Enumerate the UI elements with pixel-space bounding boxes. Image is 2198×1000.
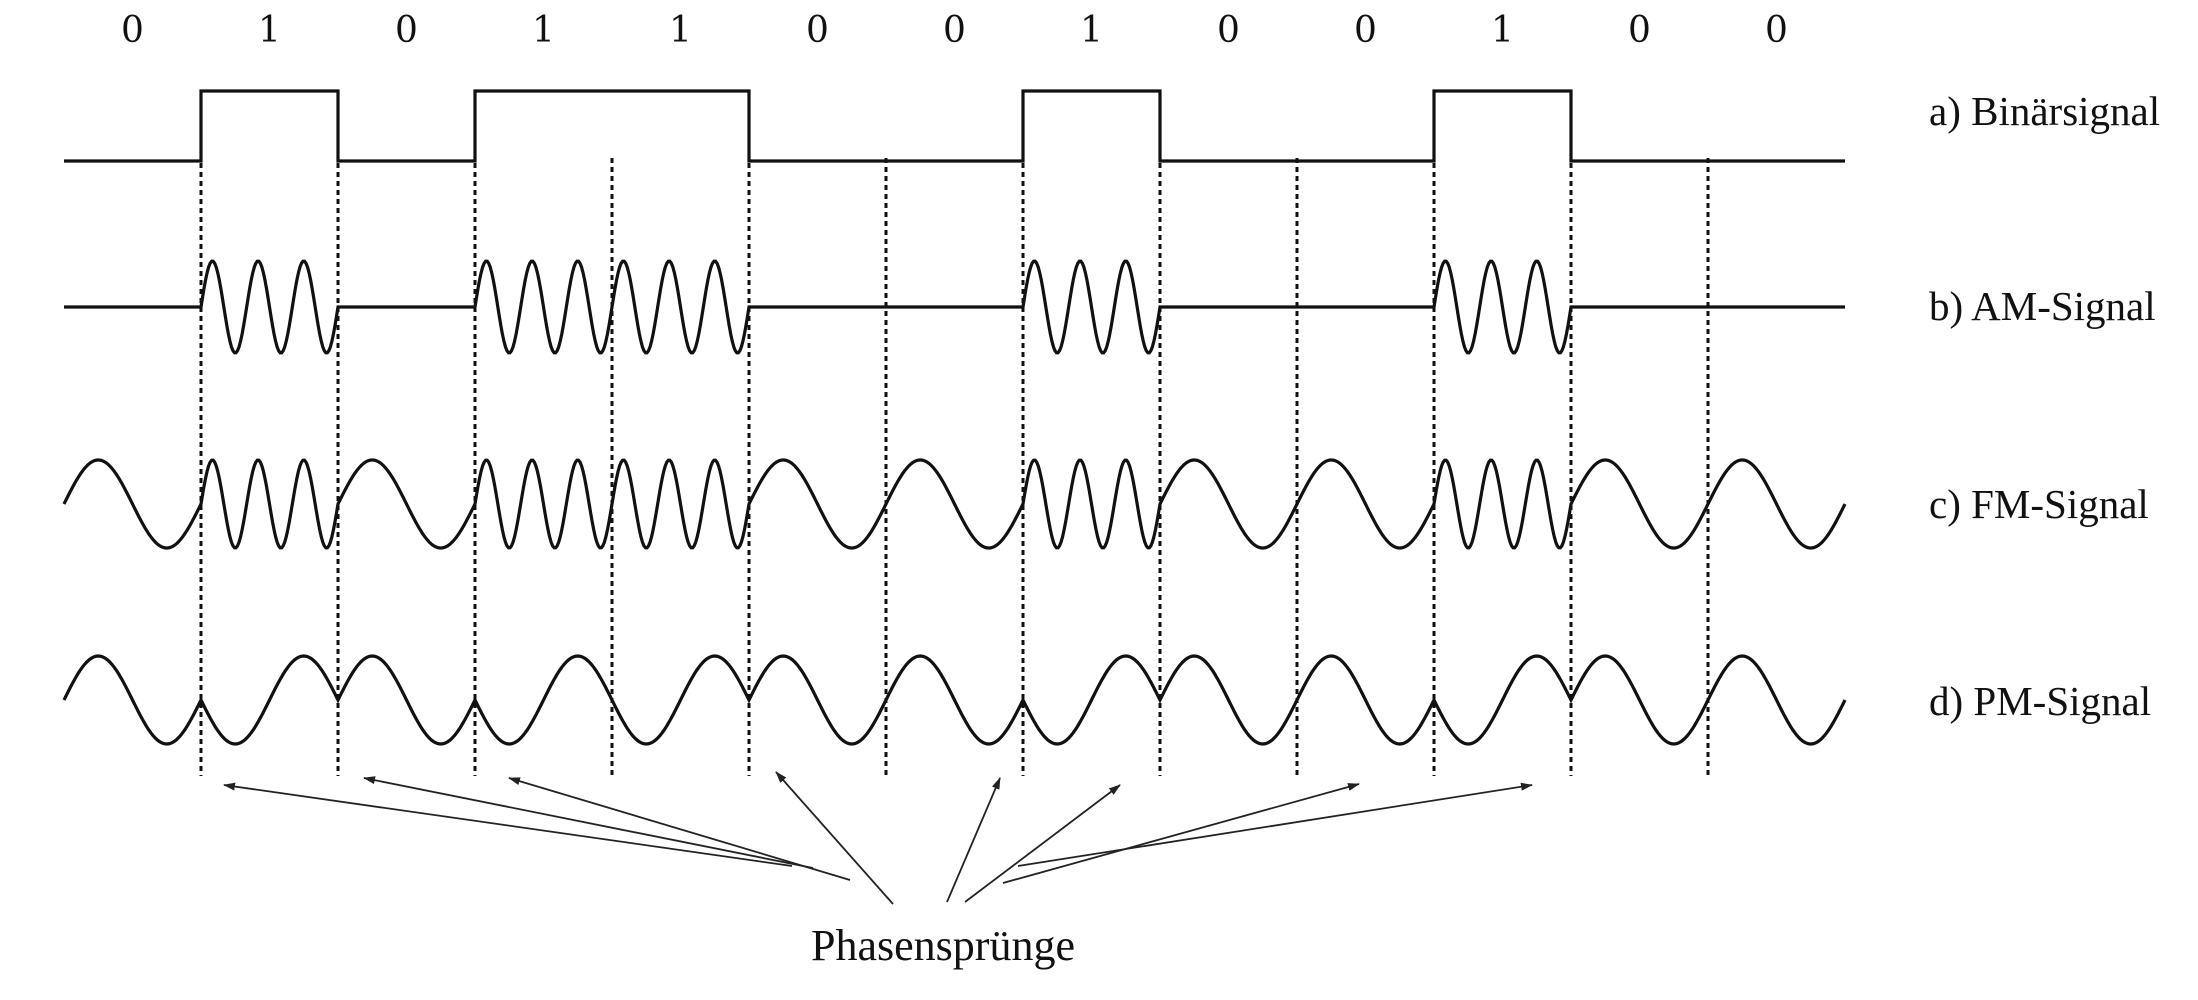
caption-phase-jumps: Phasensprünge: [811, 921, 1075, 970]
bit-label: 0: [1765, 10, 1788, 51]
phase-jump-arrow: [223, 782, 793, 867]
bit-label: 0: [121, 10, 144, 51]
bit-label: 0: [943, 10, 966, 51]
phase-jump-arrow: [775, 771, 894, 905]
label-binary-signal: a) Binärsignal: [1929, 88, 2160, 134]
bit-label: 0: [1628, 10, 1651, 51]
bit-dividers: [199, 91, 1710, 776]
phase-jump-arrow: [1002, 783, 1360, 884]
phase-jump-arrow: [946, 777, 1001, 903]
label-am-signal: b) AM-Signal: [1929, 283, 2156, 329]
fm-signal-wave: [62, 458, 1847, 550]
bit-label: 0: [806, 10, 829, 51]
binary-signal-wave: [64, 89, 1845, 163]
phase-jump-arrows: [223, 771, 1533, 905]
bit-label: 1: [1080, 10, 1103, 51]
phase-jump-arrow: [508, 777, 851, 881]
label-fm-signal: c) FM-Signal: [1929, 481, 2149, 527]
phase-jump-arrow: [1017, 782, 1533, 867]
pm-signal-wave: [62, 654, 1847, 746]
bit-label: 0: [1217, 10, 1240, 51]
am-signal-wave: [64, 259, 1845, 355]
phase-jump-arrow: [964, 784, 1121, 903]
bit-label: 0: [395, 10, 418, 51]
bit-label: 1: [532, 10, 555, 51]
bit-label: 1: [669, 10, 692, 51]
bit-label: 1: [258, 10, 281, 51]
label-pm-signal: d) PM-Signal: [1929, 678, 2151, 724]
bit-label: 1: [1491, 10, 1514, 51]
bit-labels: 0 1 0 1 1 0 0 1 0 0 1 0 0: [121, 10, 1788, 51]
phase-jump-arrow: [363, 776, 814, 869]
bit-label: 0: [1354, 10, 1377, 51]
